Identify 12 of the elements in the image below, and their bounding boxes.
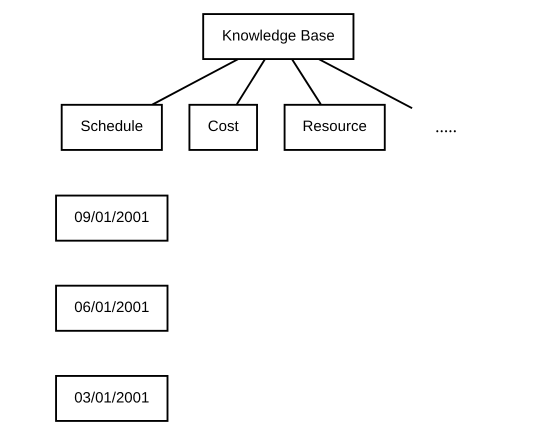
node-box: 09/01/2001	[54, 194, 168, 242]
node-box: 03/01/2001	[54, 374, 168, 422]
connector	[318, 58, 412, 109]
node-box: 06/01/2001	[54, 284, 168, 332]
connector	[236, 58, 266, 104]
connector	[290, 58, 322, 104]
node-box: Cost	[188, 103, 258, 150]
connector	[151, 58, 238, 105]
node-text: .....	[434, 115, 457, 136]
node-box: Resource	[283, 103, 386, 150]
node-box: Schedule	[60, 103, 162, 150]
node-box: Knowledge Base	[202, 12, 354, 60]
